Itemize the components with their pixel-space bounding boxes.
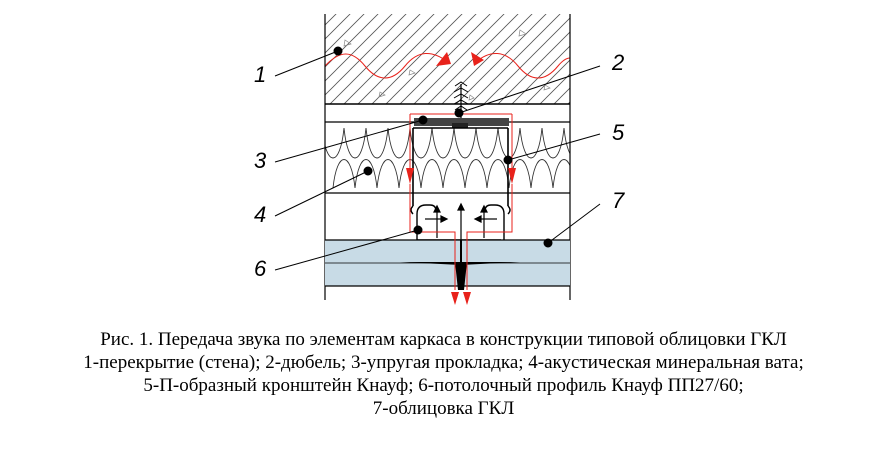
slab [324, 14, 571, 105]
label-6: 6 [254, 256, 267, 281]
mineral-wool [325, 121, 570, 194]
caption-legend-line-3: 7-облицовка ГКЛ [372, 398, 515, 419]
plasterboard [325, 239, 570, 290]
sound-path [406, 113, 516, 305]
screws [425, 202, 497, 240]
label-7: 7 [612, 188, 625, 213]
caption-legend-line-2: 5-П-образный кронштейн Кнауф; 6-потолочн… [143, 375, 744, 396]
label-2: 2 [611, 50, 624, 75]
caption-legend-line-1: 1-перекрытие (стена); 2-дюбель; 3-упруга… [83, 352, 804, 373]
sound-wave [324, 53, 571, 79]
elastic-pad [414, 118, 509, 126]
u-bracket [412, 127, 509, 206]
figure-caption: Рис. 1. Передача звука по элементам карк… [0, 328, 887, 420]
caption-title: Рис. 1. Передача звука по элементам карк… [100, 329, 787, 350]
label-1: 1 [254, 62, 266, 87]
label-5: 5 [612, 120, 625, 145]
callouts [274, 46, 601, 271]
label-4: 4 [254, 202, 266, 227]
sound-transmission-diagram: 1 2 3 4 5 6 7 [254, 14, 625, 305]
label-3: 3 [254, 148, 267, 173]
